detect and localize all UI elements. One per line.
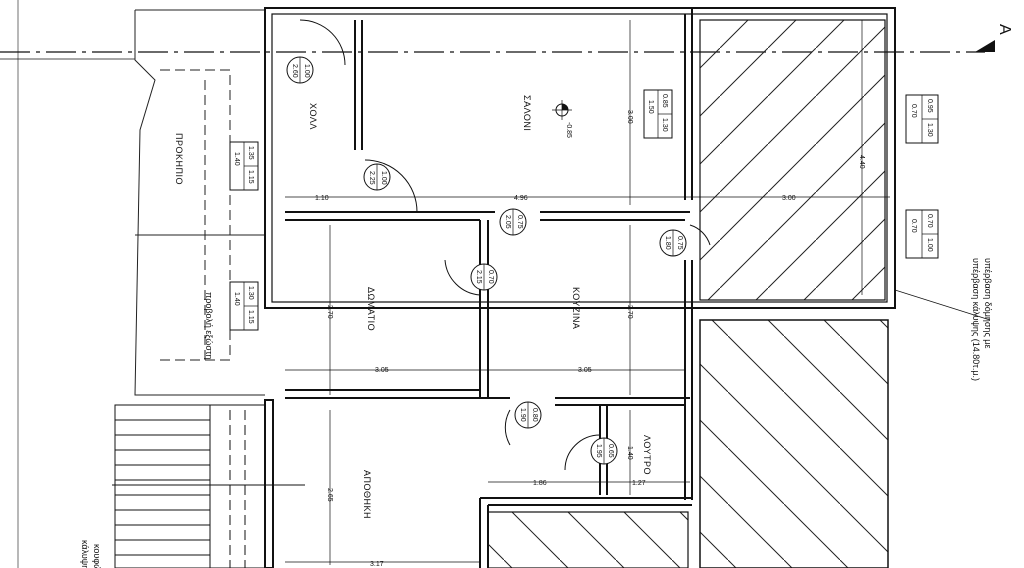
level-marker [552, 100, 572, 120]
dim-label: 4.40 [858, 155, 865, 169]
door-tag: 1.00 2.25 [363, 163, 391, 191]
svg-text:1.30: 1.30 [661, 118, 668, 132]
dim-label: 2.65 [326, 488, 333, 502]
dim-label: 1.40 [626, 446, 633, 460]
svg-text:1.30: 1.30 [926, 123, 933, 137]
svg-text:0.75: 0.75 [676, 236, 683, 250]
svg-text:2.60: 2.60 [291, 64, 298, 78]
door-swings [299, 19, 711, 471]
roof-note-line1: υπέρβαση δόμησης με [983, 258, 993, 349]
svg-text:2.25: 2.25 [368, 171, 375, 185]
room-label-bedroom: ΔΩΜΑΤΙΟ [366, 287, 376, 331]
svg-text:1.50: 1.50 [647, 100, 654, 114]
room-label-hall: ΧΟΛΛ [308, 103, 318, 130]
svg-text:0.70: 0.70 [910, 219, 917, 233]
window-tag: 0.95 1.30 0.70 [905, 94, 939, 144]
svg-text:1.00: 1.00 [303, 64, 310, 78]
dim-label: 2.70 [626, 305, 633, 319]
svg-text:0.95: 0.95 [926, 99, 933, 113]
dimension-lines [285, 20, 991, 565]
svg-text:0.70: 0.70 [910, 104, 917, 118]
svg-text:1.40: 1.40 [233, 152, 240, 166]
svg-text:1.15: 1.15 [247, 310, 254, 324]
hatched-terrace [487, 19, 889, 568]
svg-text:1.35: 1.35 [247, 146, 254, 160]
svg-text:0.80: 0.80 [531, 408, 538, 422]
svg-text:0.85: 0.85 [661, 94, 668, 108]
door-tag: 0.80 1.90 [514, 401, 542, 429]
window-tag: 0.70 1.00 0.70 [905, 209, 939, 259]
dim-label: 3.00 [626, 110, 633, 124]
window-tag: 1.30 1.15 1.40 [229, 281, 259, 331]
projection-note: προβολή εξώστη [204, 292, 214, 360]
dim-label: 1.86 [533, 480, 547, 487]
door-tag: 1.00 2.60 [286, 56, 314, 84]
svg-text:1.00: 1.00 [926, 238, 933, 252]
level-label: -0.85 [565, 122, 572, 138]
dim-label: 4.96 [514, 195, 528, 202]
bottom-note: κουφώ [92, 544, 102, 568]
door-tag: 0.75 2.05 [499, 208, 527, 236]
walls [264, 7, 896, 568]
dim-label: 3.00 [782, 195, 796, 202]
svg-text:1.95: 1.95 [595, 444, 602, 458]
svg-text:0.70: 0.70 [926, 214, 933, 228]
svg-text:1.40: 1.40 [233, 292, 240, 306]
svg-text:0.75: 0.75 [516, 215, 523, 229]
svg-text:1.80: 1.80 [664, 236, 671, 250]
stairs [112, 404, 305, 568]
dim-label: 3.05 [375, 367, 389, 374]
porch-area [134, 9, 265, 396]
svg-text:1.90: 1.90 [519, 408, 526, 422]
svg-text:1.00: 1.00 [380, 171, 387, 185]
room-label-storage: ΑΠΟΘΗΚΗ [362, 470, 372, 519]
svg-text:0.65: 0.65 [607, 444, 614, 458]
svg-text:1.30: 1.30 [247, 286, 254, 300]
svg-text:2.05: 2.05 [504, 215, 511, 229]
room-label-bath: ΛΟΥΤΡΟ [642, 435, 652, 475]
door-tag: 0.65 1.95 [590, 437, 618, 465]
svg-text:2.15: 2.15 [475, 270, 482, 284]
window-tag: 0.85 1.30 1.50 [643, 89, 673, 139]
svg-text:0.70: 0.70 [487, 270, 494, 284]
dim-label: 1.27 [632, 480, 646, 487]
roof-note-line2: υπέρβαση κάλυψης (14.80τ.μ.) [971, 258, 981, 381]
dim-label: 2.70 [326, 305, 333, 319]
window-tag: 1.35 1.15 1.40 [229, 141, 259, 191]
dim-label: 1.10 [315, 195, 329, 202]
svg-text:1.15: 1.15 [247, 170, 254, 184]
door-tag: 0.70 2.15 [470, 263, 498, 291]
dim-label: 3.05 [578, 367, 592, 374]
bottom-note: κάλυψη [80, 540, 90, 568]
room-label-porch: ΠΡΟΚΗΠΙΟ [174, 133, 184, 185]
door-tag: 0.75 1.80 [659, 229, 687, 257]
section-marker: A [996, 24, 1013, 35]
section-arrow-icon [975, 40, 995, 52]
dim-label: 3.17 [370, 561, 384, 568]
room-label-salon: ΣΑΛΟΝΙ [522, 95, 532, 131]
room-label-kitchen: ΚΟΥΖΙΝΑ [571, 287, 581, 329]
